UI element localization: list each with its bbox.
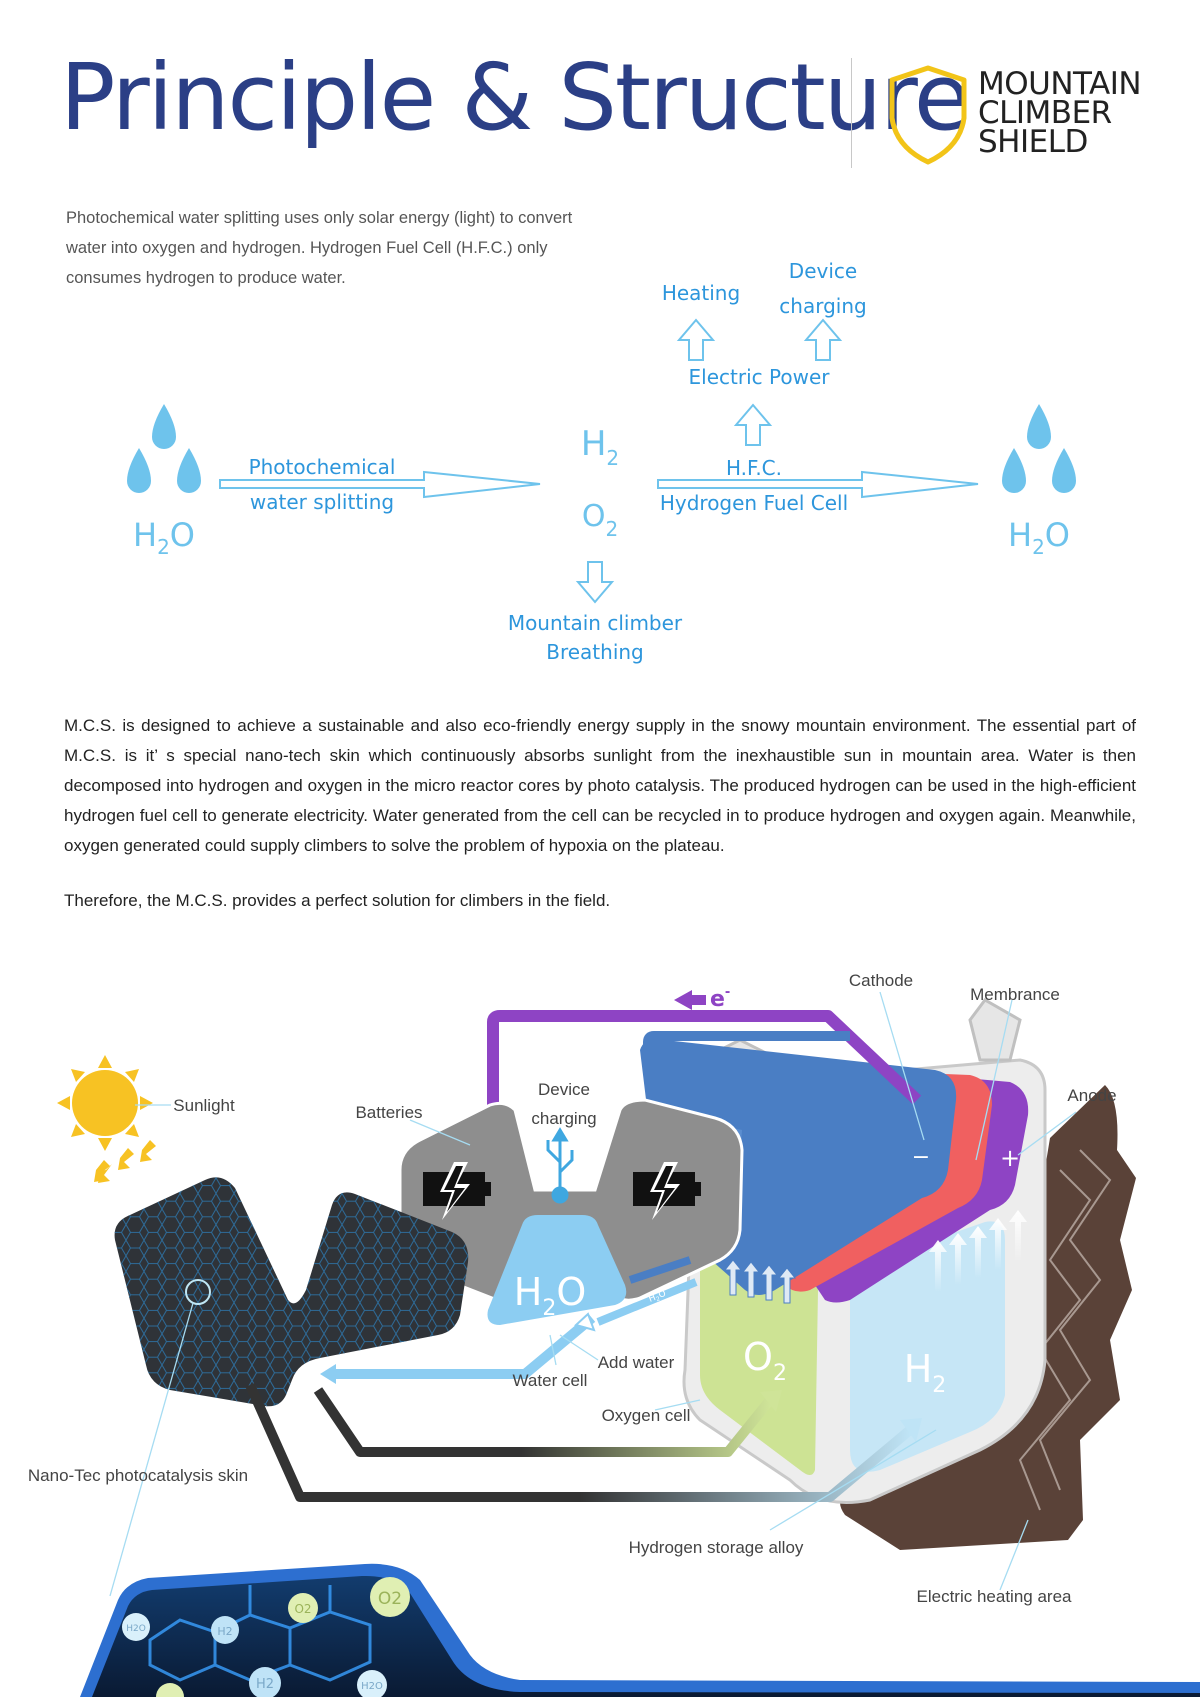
heating-up-arrow-icon	[676, 318, 716, 361]
electric-heating-label: Electric heating area	[917, 1587, 1073, 1606]
bubble-label: H2	[256, 1677, 274, 1692]
cathode-label: Cathode	[849, 971, 913, 990]
photochem-arrow-icon	[219, 470, 541, 499]
minus-sign: −	[912, 1145, 930, 1170]
brand-wordmark: MOUNTAIN CLIMBER SHIELD	[978, 66, 1142, 160]
shield-logo-icon	[889, 65, 967, 165]
nano-skin-label: Nano-Tec photocatalysis skin	[28, 1466, 248, 1485]
add-water-label: Add water	[598, 1353, 675, 1372]
water-drops-right-icon	[1002, 404, 1076, 493]
brand-line: CLIMBER	[978, 95, 1112, 131]
plus-sign: +	[1000, 1144, 1020, 1172]
bubble-label: H2O	[361, 1681, 383, 1692]
conclusion-paragraph: Therefore, the M.C.S. provides a perfect…	[64, 891, 611, 910]
electric-power-label: Electric Power	[689, 365, 831, 389]
batteries-label: Batteries	[355, 1103, 422, 1122]
bubble-label: H2O	[126, 1624, 146, 1634]
water-cell	[487, 1215, 627, 1325]
sun-icon	[57, 1055, 153, 1151]
heating-label: Heating	[662, 281, 740, 305]
brand-line: SHIELD	[978, 124, 1088, 160]
power-up-arrow-icon	[733, 403, 773, 446]
water-cell-label: Water cell	[513, 1371, 588, 1390]
nano-bubbles: H2O H2 O2 O2 H2 H2O	[122, 1577, 410, 1697]
nano-closeup-panel	[80, 1563, 1200, 1697]
electron-arrow-icon	[674, 990, 706, 1010]
breathing-label-2: Breathing	[546, 640, 644, 664]
electron-label: e-	[710, 985, 730, 1012]
device-charging-1: Device	[538, 1080, 590, 1099]
battery-icon	[423, 1162, 491, 1220]
breathing-arrow-icon	[575, 561, 615, 604]
intro-line: Photochemical water splitting uses only …	[66, 209, 573, 227]
hydrogen-pipe	[245, 1382, 914, 1502]
bubble-label: H2	[217, 1625, 232, 1638]
anode-label: Anode	[1067, 1086, 1116, 1105]
charging-up-arrow-icon	[803, 318, 843, 361]
membrance-label: Membrance	[970, 985, 1060, 1004]
h2-label: H2	[581, 424, 619, 470]
intro-line: water into oxygen and hydrogen. Hydrogen…	[66, 239, 548, 257]
h2o-left-label: H2O	[133, 516, 195, 559]
oxygen-cell-label: Oxygen cell	[602, 1406, 691, 1425]
device-charging-label-2: charging	[779, 294, 866, 318]
breathing-label-1: Mountain climber	[508, 611, 683, 635]
photochem-label-1: Photochemical	[249, 455, 396, 479]
description-paragraph: M.C.S. is designed to achieve a sustaina…	[64, 716, 1136, 855]
hfc-label-2: Hydrogen Fuel Cell	[660, 491, 848, 515]
sunlight-label: Sunlight	[173, 1096, 235, 1115]
intro-text: Photochemical water splitting uses only …	[66, 203, 626, 293]
gas-up-arrows	[723, 1259, 797, 1304]
bubble-label: O2	[378, 1589, 402, 1609]
photochem-label-2: water splitting	[250, 490, 394, 514]
brand-line: MOUNTAIN	[978, 66, 1142, 102]
intro-line: consumes hydrogen to produce water.	[66, 269, 346, 287]
page-title: Principle & Structure	[60, 44, 970, 151]
water-drops-left-icon	[127, 404, 201, 493]
electric-heating-area	[840, 1085, 1136, 1550]
o2-label: O2	[582, 499, 618, 541]
battery-icon	[633, 1162, 701, 1220]
h2o-right-label: H2O	[1008, 516, 1070, 559]
device-charging-2: charging	[531, 1109, 596, 1128]
electron-circuit	[487, 1010, 922, 1165]
water-pipe	[333, 1314, 596, 1379]
bubble-label: O2	[294, 1602, 311, 1616]
header-divider	[851, 58, 852, 168]
hfc-label-1: H.F.C.	[726, 456, 782, 480]
sun-ray-arrows-icon	[94, 1140, 156, 1183]
oxygen-pipe	[313, 1387, 774, 1457]
hydrogen-cell	[850, 1221, 1005, 1472]
hydrogen-alloy-label: Hydrogen storage alloy	[629, 1538, 804, 1557]
device-charging-label-1: Device	[789, 259, 857, 283]
oxygen-cell	[700, 1250, 818, 1475]
hfc-arrow-icon	[657, 470, 979, 499]
usb-icon	[546, 1127, 574, 1204]
